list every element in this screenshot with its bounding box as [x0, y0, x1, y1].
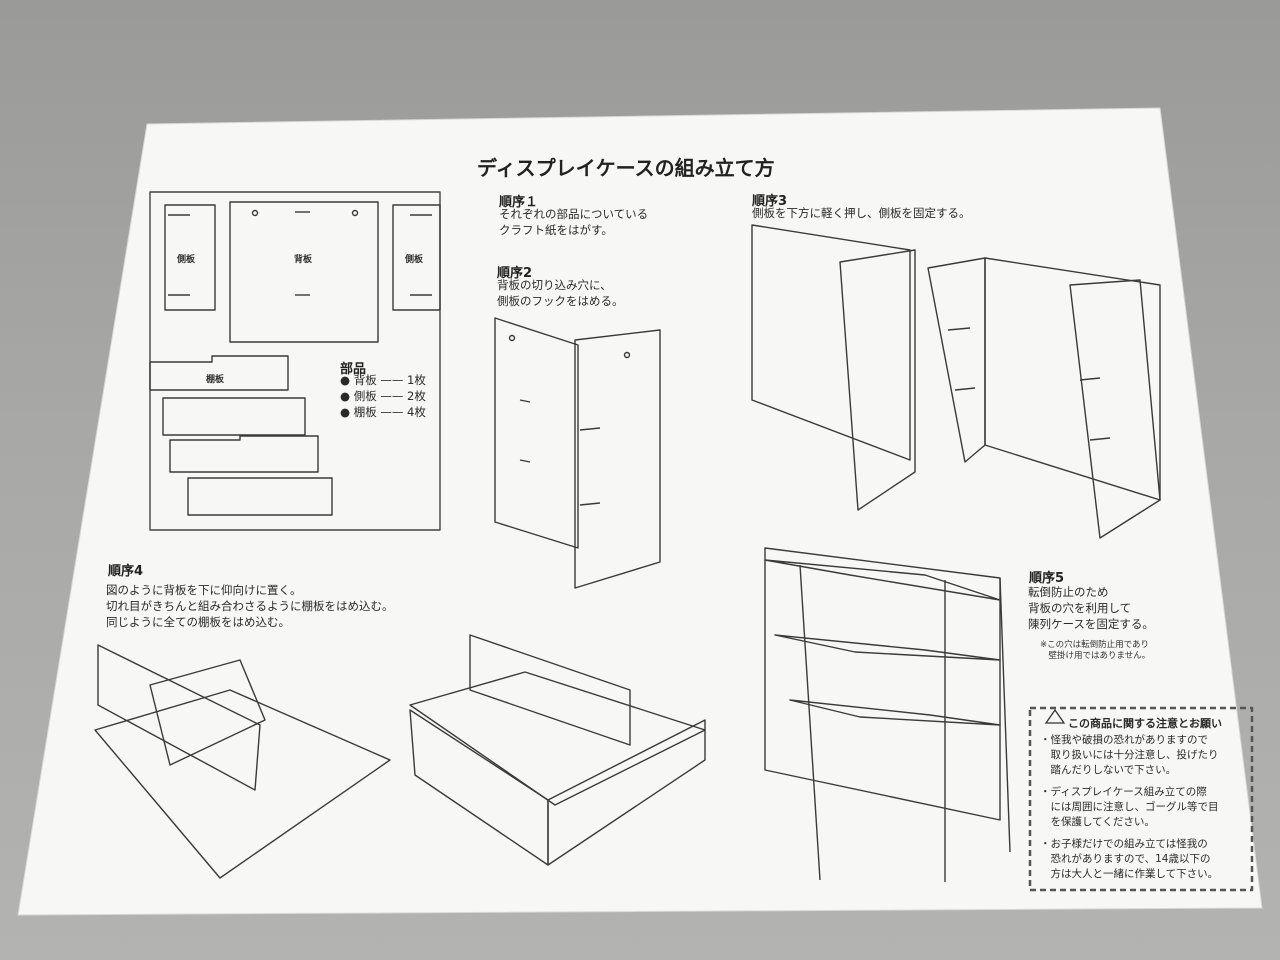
step2-heading: 順序2	[497, 266, 533, 281]
parts-item-count: 1枚	[407, 373, 426, 387]
label-shelf: 棚板	[206, 375, 225, 385]
parts-item-name: 側板	[353, 389, 377, 403]
parts-heading: 部品	[340, 362, 367, 377]
step1-text: それぞれの部品についている クラフト紙をはがす。	[499, 207, 649, 237]
warning-icon	[1044, 708, 1066, 724]
parts-item-count: 2枚	[407, 389, 426, 403]
parts-item: ● 棚板 —— 4枚	[340, 405, 426, 419]
notice-box	[1028, 706, 1254, 892]
step2-diagram	[494, 317, 661, 589]
step5-note: ※この穴は転倒防止用であり 壁掛け用ではありません。	[1040, 640, 1151, 661]
step4-diagram	[94, 634, 706, 879]
parts-item-count: 4枚	[407, 405, 426, 419]
label-side-left: 側板	[177, 255, 196, 265]
step3-diagram	[751, 224, 1161, 539]
parts-diagram	[149, 191, 441, 531]
parts-item-name: 棚板	[353, 405, 377, 419]
step5-heading: 順序5	[1029, 571, 1065, 586]
step3-heading: 順序3	[752, 194, 788, 209]
parts-item: ● 側板 —— 2枚	[340, 389, 426, 403]
label-side-right: 側板	[405, 255, 424, 265]
label-back: 背板	[294, 255, 313, 265]
notice-title: この商品に関する注意とお願い	[1068, 717, 1222, 730]
step1-heading: 順序１	[499, 195, 539, 210]
page-title: ディスプレイケースの組み立て方	[477, 156, 775, 180]
step3-text: 側板を下方に軽く押し、側板を固定する。	[752, 206, 971, 220]
parts-item: ● 背板 —— 1枚	[340, 373, 426, 387]
notice-item: ・お子様だけでの組み立ては怪我の 恐れがありますので、14歳以下の 方は大人と一…	[1040, 838, 1219, 880]
parts-item-name: 背板	[353, 373, 377, 387]
notice-item: ・ディスプレイケース組み立ての際 には周囲に注意し、ゴーグル等で目 を保護してく…	[1040, 786, 1219, 828]
notice-item: ・怪我や破損の恐れがありますので 取り扱いには十分注意し、投げたり 踏んだりしな…	[1040, 734, 1219, 776]
step5-diagram	[764, 547, 1011, 882]
step4-text: 図のように背板を下に仰向けに置く。 切れ目がきちんと組み合わさるように棚板をはめ…	[106, 583, 394, 629]
step2-text: 背板の切り込み穴に、 側板のフックをはめる。	[497, 278, 624, 308]
step4-heading: 順序4	[108, 564, 144, 579]
step5-text: 転倒防止のため 背板の穴を利用して 陳列ケースを固定する。	[1028, 585, 1154, 631]
